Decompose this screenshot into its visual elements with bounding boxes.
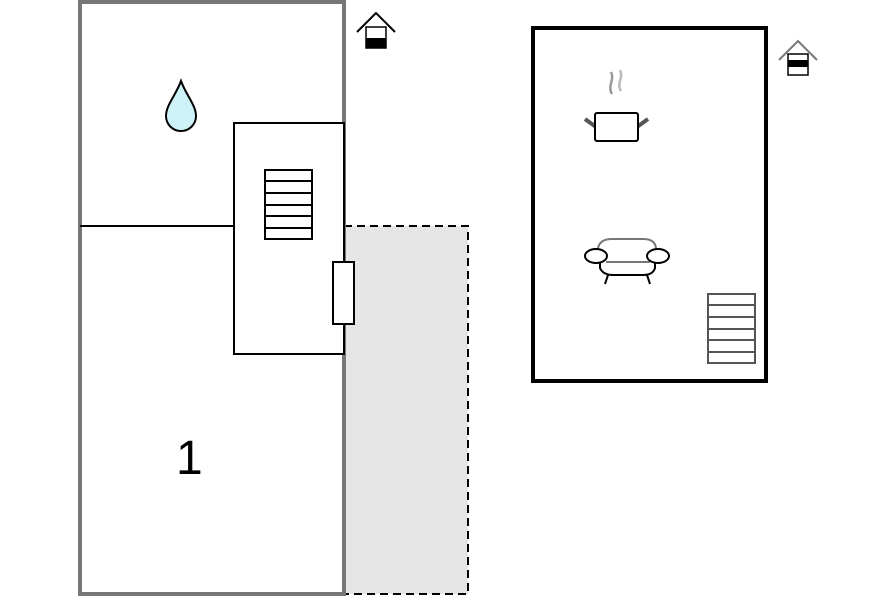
water-drop-icon (164, 78, 198, 132)
door-icon (332, 261, 355, 325)
room-number: 1 (176, 432, 203, 485)
stairs-icon (707, 293, 756, 364)
house-floor-icon (778, 39, 818, 76)
terrace (343, 225, 469, 595)
house-floor-icon (356, 11, 396, 49)
stairs-icon (264, 169, 313, 240)
cooking-pot-icon (583, 69, 650, 142)
sofa-icon (584, 238, 670, 285)
